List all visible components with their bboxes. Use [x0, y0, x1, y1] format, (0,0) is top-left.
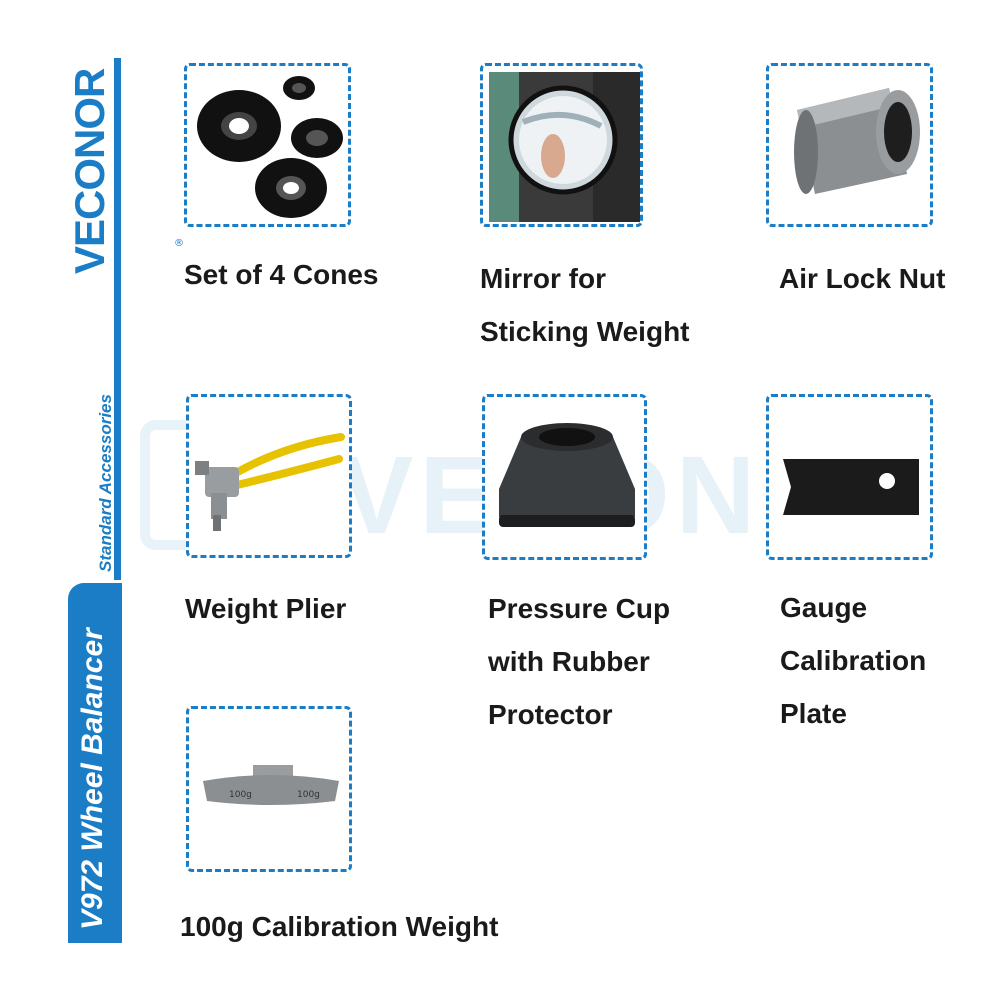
- plier-icon: [195, 433, 345, 531]
- item-label-mirror: Mirror for Sticking Weight: [480, 263, 690, 347]
- registered-mark: ®: [174, 238, 184, 249]
- item-card-lock-nut: [766, 63, 933, 227]
- cones-icon: [197, 76, 343, 218]
- item-card-mirror: [480, 63, 643, 227]
- section-subtitle: Standard Accessories: [96, 394, 115, 572]
- item-card-plier: [186, 394, 352, 558]
- item-card-pressure-cup: [482, 394, 647, 560]
- item-label-cones: Set of 4 Cones: [184, 259, 379, 290]
- product-title: V972 Wheel Balancer: [76, 628, 109, 930]
- item-label-lock-nut: Air Lock Nut: [779, 263, 946, 294]
- brand-rail-line: [114, 58, 121, 580]
- item-label-plier: Weight Plier: [185, 593, 347, 624]
- logo-text: VECONOR: [66, 68, 113, 274]
- weight-mark-right: 100g: [297, 790, 320, 800]
- item-label-gauge-plate: Gauge Calibration Plate: [780, 592, 927, 729]
- item-card-gauge-plate: [766, 394, 933, 560]
- weight-mark-left: 100g: [229, 790, 252, 800]
- item-label-calibration-weight: 100g Calibration Weight: [180, 911, 499, 942]
- item-label-pressure-cup: Pressure Cup with Rubber Protector: [488, 593, 671, 730]
- lock-nut-icon: [794, 88, 920, 194]
- mirror-icon: [489, 72, 640, 222]
- product-title-bar: [68, 583, 122, 943]
- item-card-calibration-weight: 100g 100g: [186, 706, 352, 872]
- pressure-cup-icon: [499, 423, 635, 527]
- gauge-plate-icon: [783, 459, 919, 515]
- item-card-cones: [184, 63, 351, 227]
- calibration-weight-icon: 100g 100g: [203, 765, 339, 805]
